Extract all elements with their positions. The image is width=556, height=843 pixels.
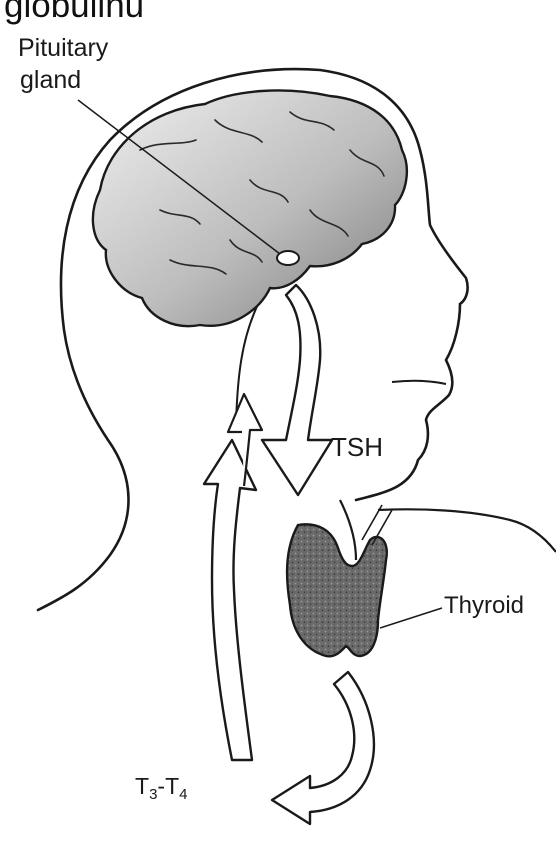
nose-mouth-line — [392, 381, 446, 384]
pituitary-label-line2: gland — [20, 66, 81, 94]
pituitary-label-line1: Pituitary — [18, 34, 108, 62]
tsh-arrow — [262, 285, 332, 495]
tsh-label: TSH — [331, 432, 383, 462]
t3t4-t-a: T — [135, 773, 149, 799]
t3-t4-label: T3-T4 — [135, 772, 187, 800]
t3t4-rising-arrow — [204, 440, 256, 760]
t3t4-sub-b: 4 — [179, 786, 187, 803]
thyroid-leader-line — [380, 608, 442, 628]
thyroid-label: Thyroid — [444, 592, 524, 620]
shoulder-line — [378, 509, 556, 552]
pituitary-gland — [277, 251, 299, 265]
cropped-header-text: globulinu — [4, 0, 144, 26]
jaw-line — [340, 500, 356, 560]
t3t4-lower-curve — [272, 672, 374, 824]
t3t4-dash: -T — [157, 773, 179, 799]
brain — [93, 90, 407, 326]
